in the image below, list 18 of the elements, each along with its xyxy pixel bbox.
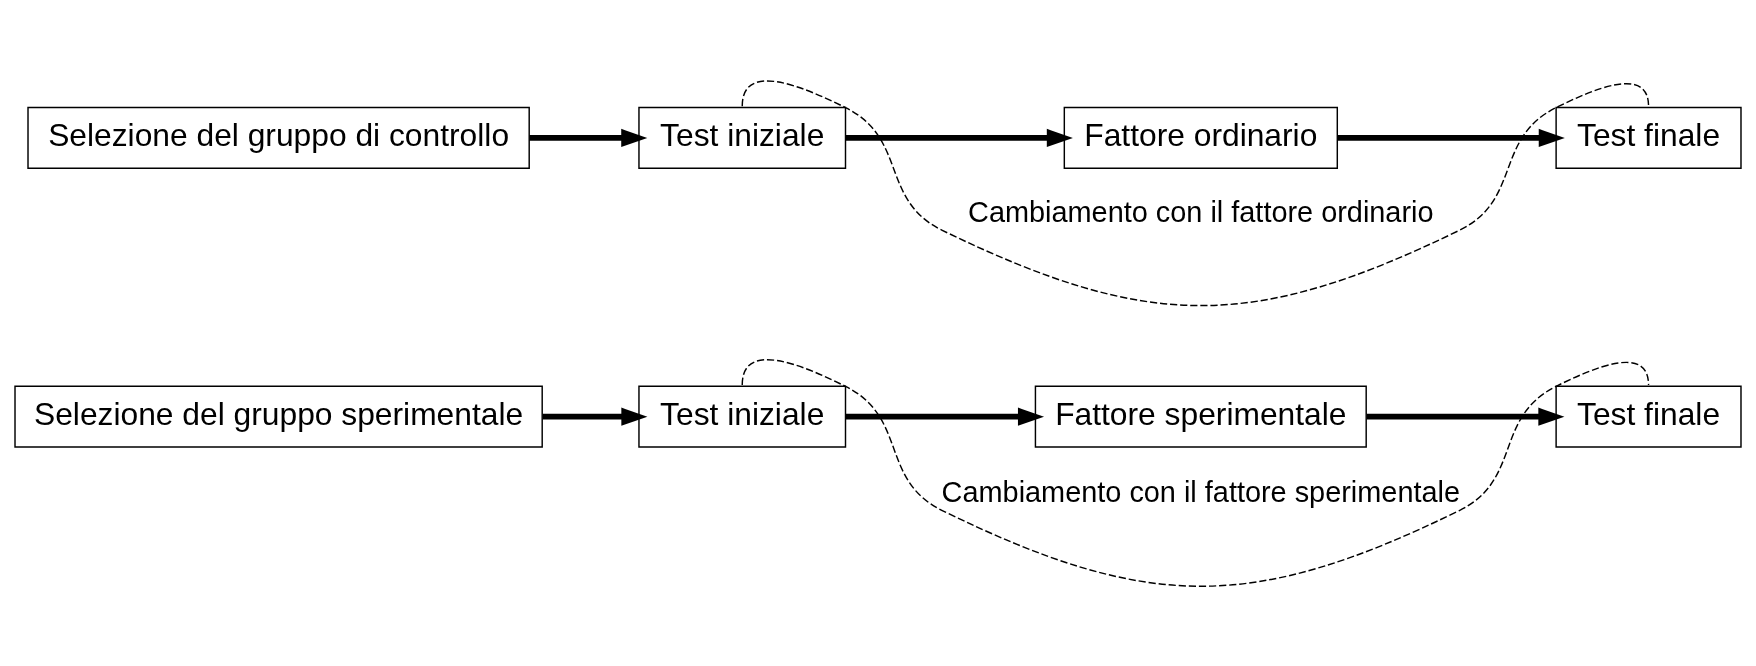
connector	[741, 358, 1650, 587]
edge-label: Cambiamento con il fattore ordinario	[968, 195, 1434, 228]
connector	[741, 79, 1650, 306]
arrow	[845, 407, 1045, 426]
node-box: Test finale	[1555, 385, 1742, 448]
node-box: Selezione del gruppo di controllo	[27, 106, 530, 169]
edge-label: Cambiamento con il fattore sperimentale	[941, 475, 1461, 508]
node-box: Test iniziale	[638, 385, 847, 448]
arrow	[845, 128, 1073, 147]
node-box: Fattore ordinario	[1063, 106, 1338, 169]
node-box: Test finale	[1555, 106, 1742, 169]
node-box: Fattore sperimentale	[1034, 385, 1367, 448]
arrow	[529, 128, 648, 147]
arrow	[1366, 407, 1565, 426]
node-box: Selezione del gruppo sperimentale	[14, 385, 543, 448]
arrow	[1337, 128, 1565, 147]
node-box: Test iniziale	[638, 106, 847, 169]
arrow	[542, 407, 648, 426]
